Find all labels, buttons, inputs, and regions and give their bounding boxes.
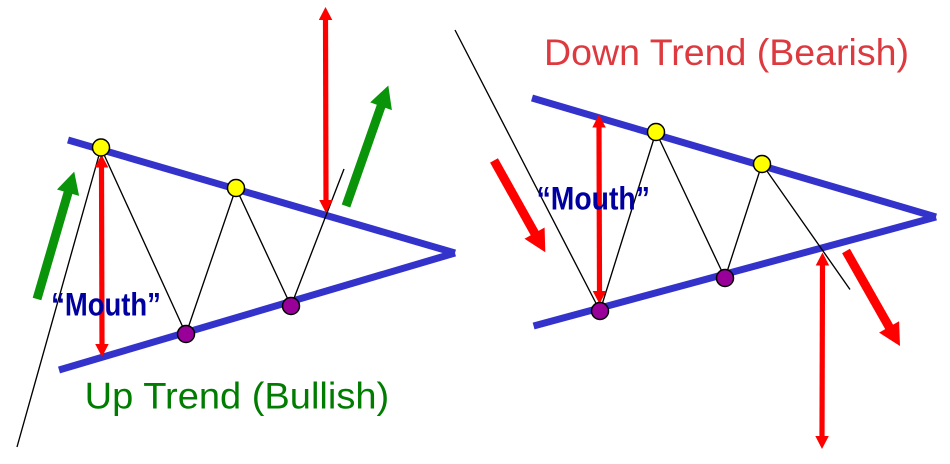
svg-text:“Mouth”: “Mouth” bbox=[537, 180, 650, 216]
svg-text:Up Trend (Bullish): Up Trend (Bullish) bbox=[85, 375, 390, 417]
svg-text:“Mouth”: “Mouth” bbox=[51, 286, 161, 322]
svg-text:Down Trend (Bearish): Down Trend (Bearish) bbox=[544, 31, 909, 73]
